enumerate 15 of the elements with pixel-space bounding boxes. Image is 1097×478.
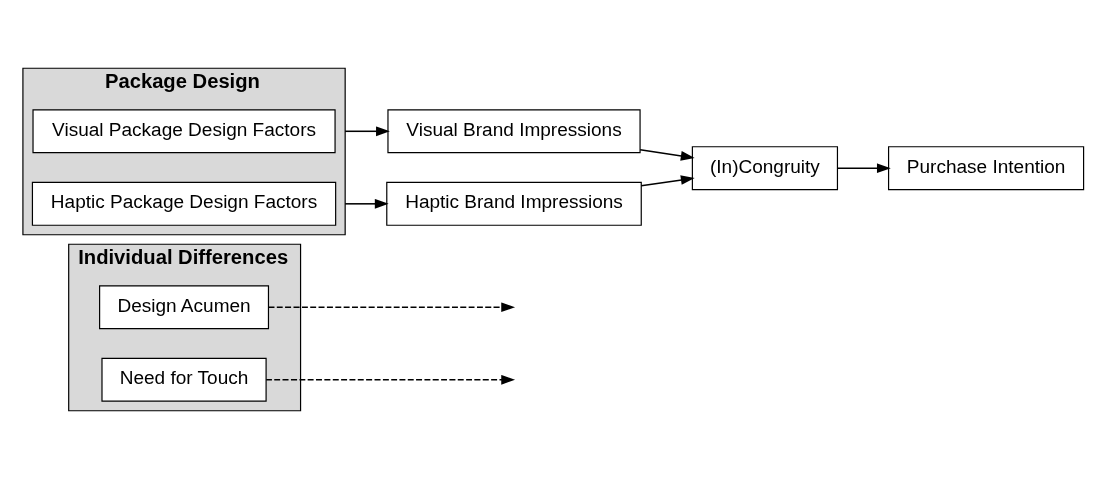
node-box: Haptic Brand Impressions [386, 181, 642, 226]
node-box: Visual Package Design Factors [32, 108, 336, 153]
arrow [639, 148, 695, 161]
arrow [640, 174, 695, 186]
node-box: Purchase Intention [888, 145, 1085, 190]
arrow [265, 374, 516, 385]
node-box: Haptic Package Design Factors [31, 181, 337, 226]
arrow [344, 198, 389, 209]
node-box: Visual Brand Impressions [387, 108, 641, 153]
node-box: Design Acumen [99, 284, 270, 329]
node-box: (In)Congruity [691, 145, 839, 190]
arrow [344, 125, 390, 136]
arrow [267, 301, 516, 312]
arrow [836, 162, 891, 173]
node-box: Need for Touch [101, 357, 267, 402]
